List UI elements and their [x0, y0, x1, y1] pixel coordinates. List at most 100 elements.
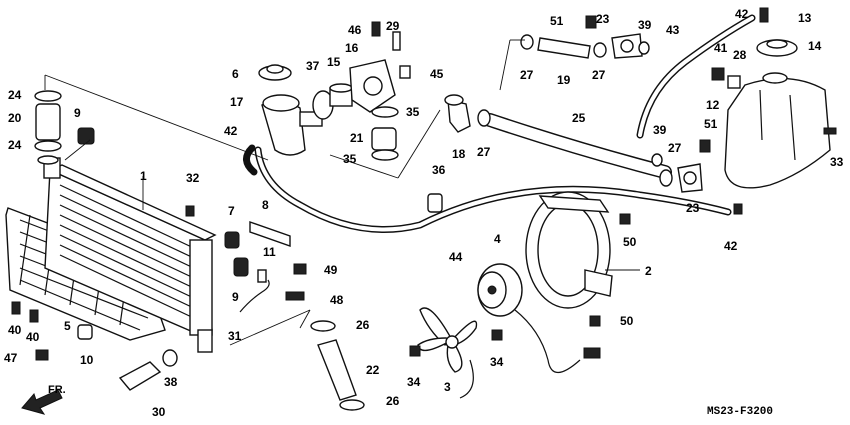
callout-27-c: 27: [477, 145, 491, 159]
callout-49: 49: [324, 263, 338, 277]
upper-hose-link: [243, 144, 258, 176]
callout-27-d: 27: [668, 141, 682, 155]
fan-shroud-2: [525, 191, 613, 309]
reserve-cap-14: [756, 39, 798, 57]
sensor-45: [399, 65, 411, 79]
callout-51-upper: 51: [550, 14, 564, 28]
hose-20: [34, 90, 62, 165]
bolt-46: [371, 21, 381, 37]
callout-35-upper: 35: [406, 105, 420, 119]
overflow-hose-44: [254, 146, 732, 233]
clip-42-right: [733, 203, 743, 215]
callout-43: 43: [666, 23, 680, 37]
clamp-26-upper: [310, 320, 336, 332]
o-ring-38: [162, 349, 178, 367]
callout-21: 21: [350, 131, 364, 145]
callout-26-lower: 26: [386, 394, 400, 408]
joint-23-upper: [611, 33, 643, 59]
diagram-code: MS23-F3200: [707, 406, 773, 418]
callout-36: 36: [432, 163, 446, 177]
callout-24-upper: 24: [8, 88, 22, 102]
callout-29: 29: [386, 19, 400, 33]
fan-motor-4: [477, 263, 523, 317]
bleed-bolt-29: [392, 31, 401, 51]
callout-37: 37: [306, 59, 320, 73]
callout-46: 46: [348, 23, 362, 37]
cap-seal-28: [727, 75, 741, 89]
callout-34-b: 34: [490, 355, 504, 369]
callout-28: 28: [733, 48, 747, 62]
radiator-core: [43, 157, 217, 353]
callout-31: 31: [228, 329, 242, 343]
bolt-40-b: [29, 309, 39, 323]
callout-2: 2: [645, 264, 652, 278]
thermostat-15: [329, 83, 353, 107]
callout-7: 7: [228, 204, 235, 218]
front-arrow-icon: FR.: [21, 384, 66, 415]
bolt-51-lower: [699, 139, 711, 153]
grommet-9-lower: [233, 257, 249, 277]
clamp-27-lower-right: [659, 169, 673, 187]
callout-25: 25: [572, 111, 586, 125]
callout-19: 19: [557, 73, 571, 87]
callout-8: 8: [262, 198, 269, 212]
hose-25: [483, 113, 672, 179]
thermostat-housing-16: [349, 59, 396, 113]
callout-47: 47: [4, 351, 18, 365]
callout-9-lower: 9: [232, 290, 239, 304]
fan-blade-3: [417, 307, 478, 373]
o-ring-39-upper: [638, 41, 650, 55]
bolt-51-upper: [585, 15, 597, 29]
callout-9-top: 9: [74, 106, 81, 120]
callout-3: 3: [444, 380, 451, 394]
callout-6: 6: [232, 67, 239, 81]
callout-42-right: 42: [724, 239, 738, 253]
clip-32: [185, 205, 195, 217]
bolt-47: [35, 349, 49, 361]
callout-42-top: 42: [735, 7, 749, 21]
bolt-33: [823, 127, 837, 135]
bolt-50-upper: [619, 213, 631, 225]
callout-41: 41: [714, 41, 728, 55]
hose-19: [520, 34, 607, 59]
callout-16: 16: [345, 41, 359, 55]
callout-24-lower: 24: [8, 138, 22, 152]
joint-23-lower: [677, 163, 703, 193]
callout-23-upper: 23: [596, 12, 610, 26]
collar-11: [257, 269, 267, 283]
callout-33: 33: [830, 155, 844, 169]
callout-50-upper: 50: [623, 235, 637, 249]
clamp-27-mid: [477, 109, 491, 127]
fan-switch-30: [118, 361, 162, 391]
callout-18: 18: [452, 147, 466, 161]
front-label: FR.: [48, 384, 66, 396]
motor-wire: [514, 309, 601, 374]
callout-42-left: 42: [224, 124, 238, 138]
leader-lines: [44, 39, 640, 346]
callout-39-upper: 39: [638, 18, 652, 32]
spring-31: [239, 279, 270, 313]
clamp-35-lower: [371, 149, 399, 161]
callouts: 1 2 3 4 5 6 7 8 9 9 10 11 12 13 14 15 16…: [4, 7, 844, 419]
callout-35-lower: 35: [343, 152, 357, 166]
callout-1: 1: [140, 169, 147, 183]
callout-44: 44: [449, 250, 463, 264]
callout-26-upper: 26: [356, 318, 370, 332]
callout-23-lower: 23: [686, 201, 700, 215]
callout-4: 4: [494, 232, 501, 246]
o-ring-39-lower: [651, 153, 663, 167]
callout-32: 32: [186, 171, 200, 185]
bolt-49: [293, 263, 307, 275]
connector-18: [444, 94, 471, 133]
callout-51-lower: 51: [704, 117, 718, 131]
nut-34-b: [491, 329, 503, 341]
hose-43: [636, 14, 756, 139]
bolt-50-lower: [589, 315, 601, 327]
callout-5: 5: [64, 319, 71, 333]
callout-40-b: 40: [26, 330, 40, 344]
callout-20: 20: [8, 111, 22, 125]
grommet-7: [224, 231, 240, 249]
clip-36: [427, 193, 443, 213]
